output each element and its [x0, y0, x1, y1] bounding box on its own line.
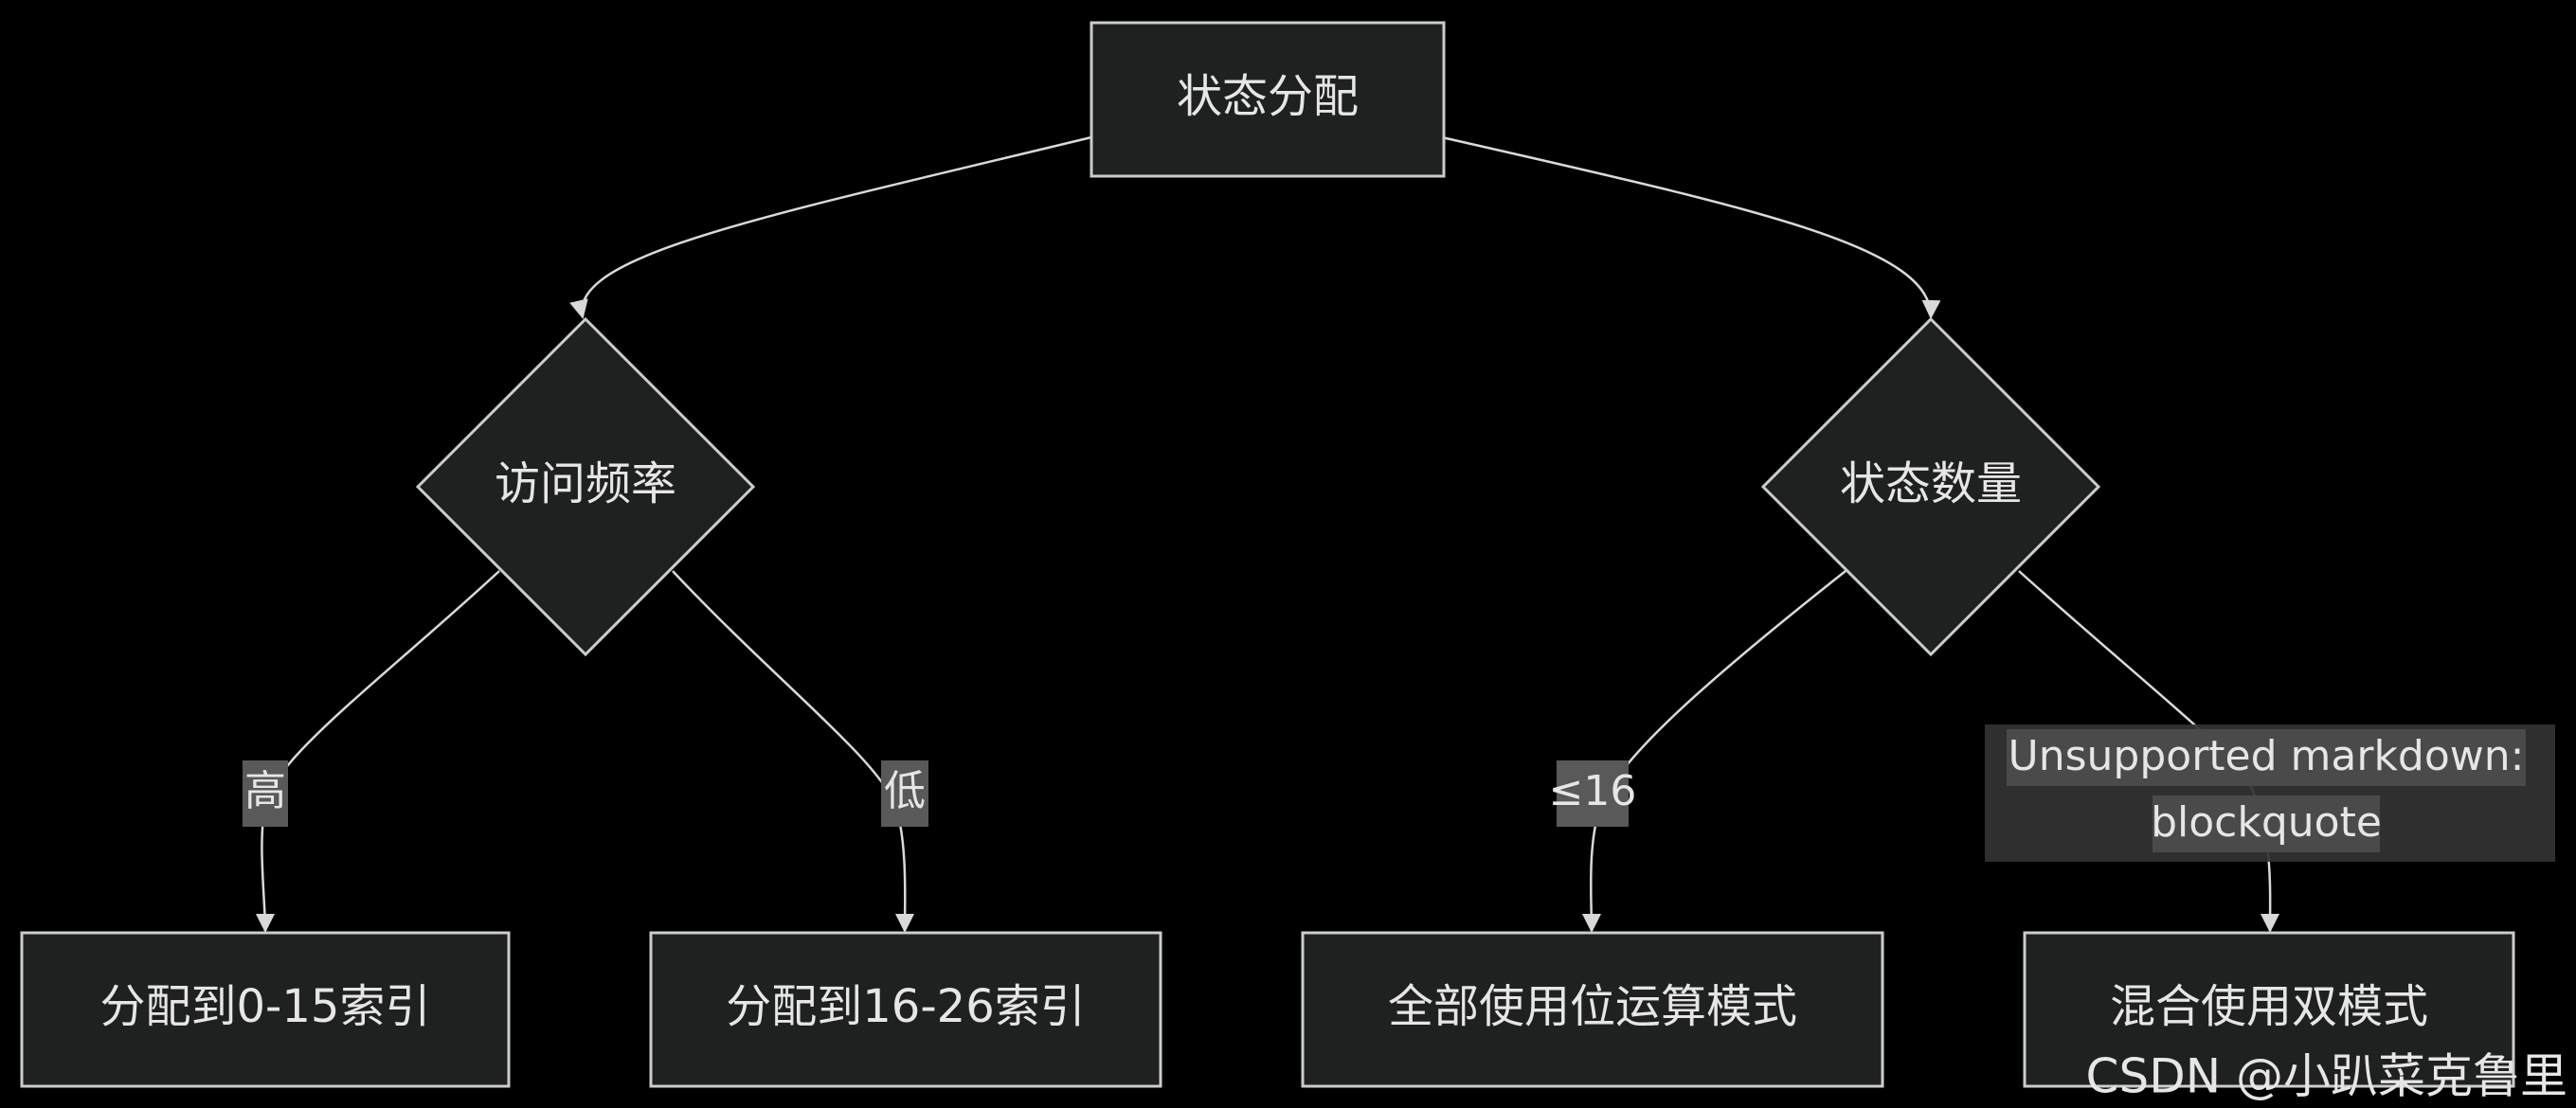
- node-alloc-low-label: 分配到0-15索引: [100, 980, 431, 1033]
- node-root: 状态分配: [1090, 21, 1446, 178]
- edge-frequency-to-alloc-high: [672, 570, 915, 933]
- decision-state-count-label: 状态数量: [1840, 457, 2022, 510]
- edge-state-count-to-bitwise: [1581, 570, 1846, 933]
- note-line1: Unsupported markdown:: [2009, 732, 2525, 780]
- node-bitwise-label: 全部使用位运算模式: [1388, 980, 1797, 1033]
- edge-label-low: 低: [881, 760, 928, 827]
- decision-frequency-label: 访问频率: [495, 457, 676, 510]
- edge-label-high-text: 高: [244, 767, 286, 815]
- edge-label-high: 高: [243, 760, 288, 827]
- decision-state-count: 状态数量: [1760, 316, 2101, 657]
- node-mixed-label: 混合使用双模式: [2110, 980, 2428, 1033]
- node-alloc-low: 分配到0-15索引: [20, 931, 511, 1088]
- node-bitwise: 全部使用位运算模式: [1301, 931, 1884, 1088]
- edge-label-le16-text: ≤16: [1549, 767, 1637, 815]
- edge-root-to-state-count: [1441, 135, 1941, 319]
- node-mixed: 混合使用双模式: [2023, 931, 2515, 1088]
- edge-root-to-frequency: [569, 135, 1092, 319]
- edge-frequency-to-alloc-low: [255, 570, 500, 933]
- node-root-label: 状态分配: [1177, 70, 1359, 123]
- decision-frequency: 访问频率: [415, 316, 756, 657]
- csdn-watermark: CSDN @小趴菜克鲁里: [2086, 1049, 2567, 1104]
- node-alloc-high-label: 分配到16-26索引: [726, 980, 1085, 1033]
- edge-label-le16: ≤16: [1549, 760, 1637, 827]
- node-alloc-high: 分配到16-26索引: [649, 931, 1162, 1088]
- edge-label-low-text: 低: [884, 767, 926, 815]
- unsupported-markdown-note: Unsupported markdown: blockquote: [1985, 724, 2555, 862]
- note-line2: blockquote: [2151, 798, 2382, 847]
